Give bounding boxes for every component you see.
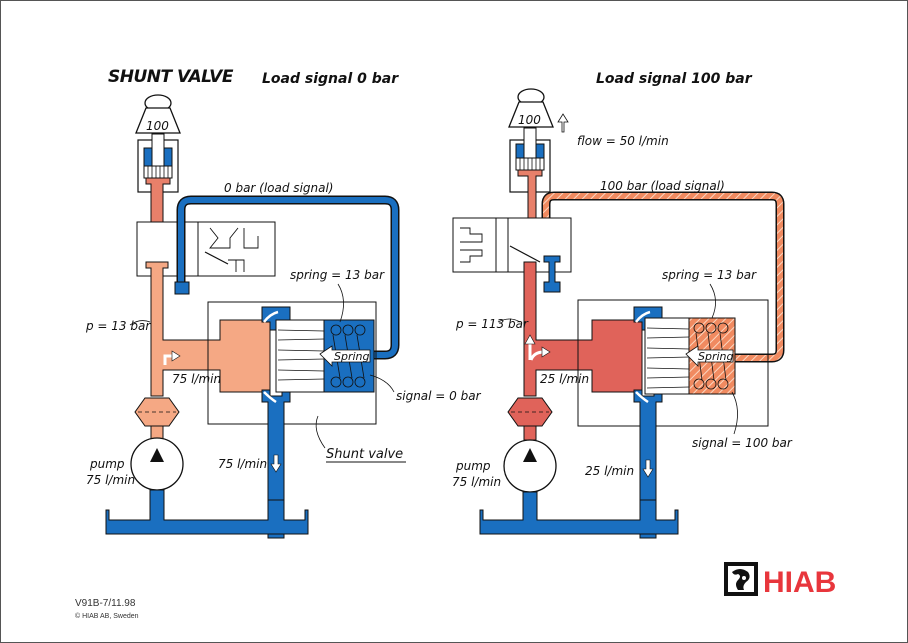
right-heading: Load signal 100 bar [596, 71, 753, 87]
left-pump-flow-label: 75 l/min [86, 473, 135, 487]
right-pump-flow-label: 75 l/min [452, 475, 501, 489]
left-spring-label: spring = 13 bar [290, 268, 385, 282]
left-branch-flow-label: 75 l/min [172, 372, 221, 386]
right-spring-text: Spring [698, 350, 734, 363]
right-circuit: 100 flow = 50 l/min 100 bar (load signal… [452, 88, 793, 539]
left-circuit: 100 0 bar (load signal) p = 13 bar [85, 94, 482, 539]
left-signal-label: signal = 0 bar [396, 389, 482, 403]
right-spring-label: spring = 13 bar [662, 268, 757, 282]
left-heading: Load signal 0 bar [262, 71, 399, 87]
left-shunt-valve-body [207, 301, 377, 425]
left-load-signal-label: 0 bar (load signal) [224, 181, 334, 195]
right-pump-label: pump [455, 459, 491, 473]
logo-text: HIAB [763, 566, 836, 599]
left-pump-label: pump [89, 457, 125, 471]
right-branch-flow-label: 25 l/min [540, 372, 589, 386]
left-shunt-valve-label: Shunt valve [326, 447, 403, 462]
left-spring-text: Spring [334, 350, 370, 363]
left-tank [105, 489, 309, 535]
left-weight-label: 100 [146, 119, 169, 133]
right-return-flow-label: 25 l/min [585, 464, 634, 478]
right-weight: 100 [508, 88, 554, 128]
main-title: SHUNT VALVE [108, 67, 234, 87]
right-tank [479, 491, 679, 535]
right-shunt-valve-body [577, 299, 769, 427]
left-filter [134, 397, 180, 427]
left-return-flow-label: 75 l/min [218, 457, 267, 471]
right-pressure-label: p = 113 bar [455, 317, 529, 331]
right-filter [507, 397, 553, 427]
right-flow-up-arrow [557, 113, 569, 133]
left-weight: 100 [135, 94, 181, 134]
right-flow-label: flow = 50 l/min [577, 134, 669, 148]
left-pressure-label: p = 13 bar [85, 319, 151, 333]
right-load-signal-label: 100 bar (load signal) [600, 179, 725, 193]
right-weight-label: 100 [518, 113, 541, 127]
doc-id: V91B-7/11.98 [75, 598, 136, 609]
right-signal-label: signal = 100 bar [692, 436, 793, 450]
copyright: © HIAB AB, Sweden [75, 612, 139, 620]
right-pump [503, 439, 557, 493]
left-pump [130, 437, 184, 491]
right-spool [644, 317, 692, 395]
hiab-logo: HIAB [724, 562, 836, 599]
